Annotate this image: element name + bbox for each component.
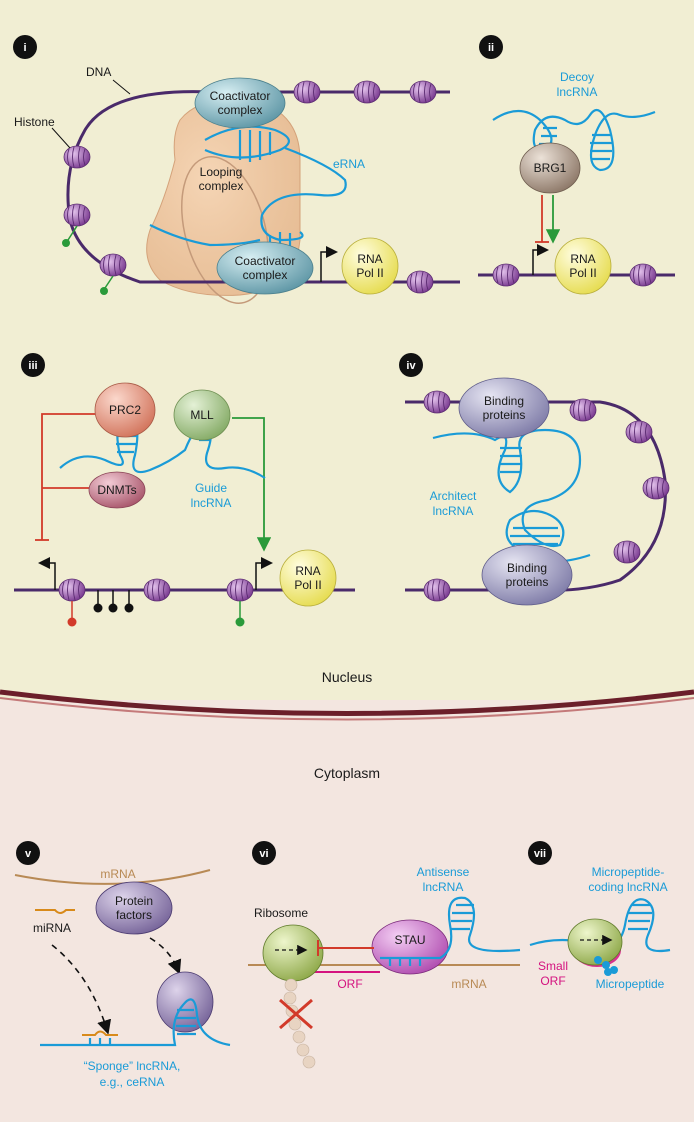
svg-text:ORF: ORF xyxy=(337,977,362,991)
svg-text:Pol II: Pol II xyxy=(294,578,321,592)
panel-ii: Decoy lncRNA BRG1 RNA Pol II xyxy=(478,70,675,295)
svg-text:iii: iii xyxy=(28,360,37,372)
peptide-chain xyxy=(283,978,316,1069)
svg-text:proteins: proteins xyxy=(483,408,526,422)
svg-text:complex: complex xyxy=(199,179,244,193)
svg-text:miRNA: miRNA xyxy=(33,921,71,935)
panel-v-badge: v xyxy=(16,841,40,865)
svg-text:ii: ii xyxy=(488,42,494,54)
dna-strand-iv xyxy=(405,400,667,592)
cytoplasm-label: Cytoplasm xyxy=(314,765,380,781)
ribosome-vii xyxy=(567,918,623,966)
svg-text:iv: iv xyxy=(406,360,416,372)
svg-text:lncRNA: lncRNA xyxy=(557,85,598,99)
panel-i: Coactivator complex Coactivator complex … xyxy=(14,65,460,304)
svg-text:vi: vi xyxy=(259,848,268,860)
svg-text:e.g., ceRNA: e.g., ceRNA xyxy=(100,1075,165,1089)
binding-proteins-bottom xyxy=(481,544,573,606)
svg-text:Small: Small xyxy=(538,959,568,973)
rna-pol-ii xyxy=(341,237,399,295)
svg-text:proteins: proteins xyxy=(506,575,549,589)
panel-i-badge: i xyxy=(13,35,37,59)
rna-pol-ii xyxy=(554,237,612,295)
sponge-lncrna xyxy=(40,998,231,1047)
svg-text:RNA: RNA xyxy=(357,252,382,266)
svg-text:Binding: Binding xyxy=(507,561,547,575)
svg-text:Guide: Guide xyxy=(195,481,227,495)
ribosome xyxy=(262,924,324,982)
svg-text:v: v xyxy=(25,848,32,860)
svg-text:BRG1: BRG1 xyxy=(534,161,567,175)
rna-pol-ii xyxy=(279,549,337,607)
nucleus-label: Nucleus xyxy=(322,669,373,685)
svg-text:Pol II: Pol II xyxy=(356,266,383,280)
svg-text:Coactivator: Coactivator xyxy=(235,254,296,268)
svg-text:Pol II: Pol II xyxy=(569,266,596,280)
micropeptide-coding-lncrna xyxy=(529,898,671,953)
svg-text:coding lncRNA: coding lncRNA xyxy=(588,880,667,894)
dna-strand xyxy=(66,90,460,284)
svg-text:RNA: RNA xyxy=(295,564,320,578)
erna-strand xyxy=(149,125,347,250)
svg-text:Micropeptide-: Micropeptide- xyxy=(592,865,665,879)
svg-text:mRNA: mRNA xyxy=(451,977,486,991)
panel-v: mRNA miRNA Protein factors “Sponge” lncR… xyxy=(14,867,231,1089)
architect-lncrna xyxy=(432,428,591,563)
blocked-translation-x xyxy=(279,998,313,1030)
svg-text:RNA: RNA xyxy=(570,252,595,266)
svg-text:Architect: Architect xyxy=(430,489,477,503)
svg-text:Histone: Histone xyxy=(14,115,55,129)
svg-text:MLL: MLL xyxy=(190,408,214,422)
svg-text:eRNA: eRNA xyxy=(333,157,365,171)
svg-text:Binding: Binding xyxy=(484,394,524,408)
svg-text:Decoy: Decoy xyxy=(560,70,594,84)
svg-text:lncRNA: lncRNA xyxy=(191,496,232,510)
svg-text:Micropeptide: Micropeptide xyxy=(596,977,665,991)
panel-ii-badge: ii xyxy=(479,35,503,59)
micropeptide xyxy=(594,956,618,976)
brg1 xyxy=(519,142,581,194)
svg-text:PRC2: PRC2 xyxy=(109,403,141,417)
coactivator-top xyxy=(194,77,286,129)
mll xyxy=(173,389,231,441)
panel-vii-badge: vii xyxy=(528,841,552,865)
svg-text:Looping: Looping xyxy=(200,165,243,179)
panel-vii: Micropeptide- coding lncRNA Small ORF Mi… xyxy=(529,865,671,991)
prc2 xyxy=(94,382,156,438)
svg-text:lncRNA: lncRNA xyxy=(423,880,464,894)
svg-text:STAU: STAU xyxy=(394,933,425,947)
svg-text:Antisense: Antisense xyxy=(417,865,470,879)
dnmts xyxy=(88,471,146,509)
svg-text:ORF: ORF xyxy=(540,974,565,988)
panel-iv-badge: iv xyxy=(399,353,423,377)
svg-text:Protein: Protein xyxy=(115,894,153,908)
nucleus-region xyxy=(0,0,694,700)
panel-iv: Binding proteins Binding proteins Archit… xyxy=(405,377,670,606)
svg-text:vii: vii xyxy=(534,848,546,860)
cell-membrane xyxy=(0,689,694,716)
coactivator-bottom xyxy=(216,241,314,295)
svg-text:DNMTs: DNMTs xyxy=(97,483,136,497)
svg-text:DNA: DNA xyxy=(86,65,111,79)
panel-iii: PRC2 MLL DNMTs Guide lncRNA RNA Pol II xyxy=(14,382,355,627)
svg-text:Ribosome: Ribosome xyxy=(254,906,308,920)
svg-text:mRNA: mRNA xyxy=(100,867,135,881)
svg-text:i: i xyxy=(23,42,26,54)
binding-proteins-top xyxy=(458,377,550,439)
svg-text:factors: factors xyxy=(116,908,152,922)
svg-text:“Sponge” lncRNA,: “Sponge” lncRNA, xyxy=(84,1059,181,1073)
panel-vi-badge: vi xyxy=(252,841,276,865)
svg-text:Coactivator: Coactivator xyxy=(210,89,271,103)
guide-lncrna xyxy=(59,418,266,479)
svg-text:complex: complex xyxy=(218,103,263,117)
histone xyxy=(63,145,91,169)
panel-vi: Antisense lncRNA STAU Ribosome ORF mRNA xyxy=(248,865,521,1069)
protein-factors xyxy=(95,881,173,935)
svg-text:lncRNA: lncRNA xyxy=(433,504,474,518)
svg-text:complex: complex xyxy=(243,268,288,282)
antisense-lncrna xyxy=(380,896,521,966)
panel-iii-badge: iii xyxy=(21,353,45,377)
